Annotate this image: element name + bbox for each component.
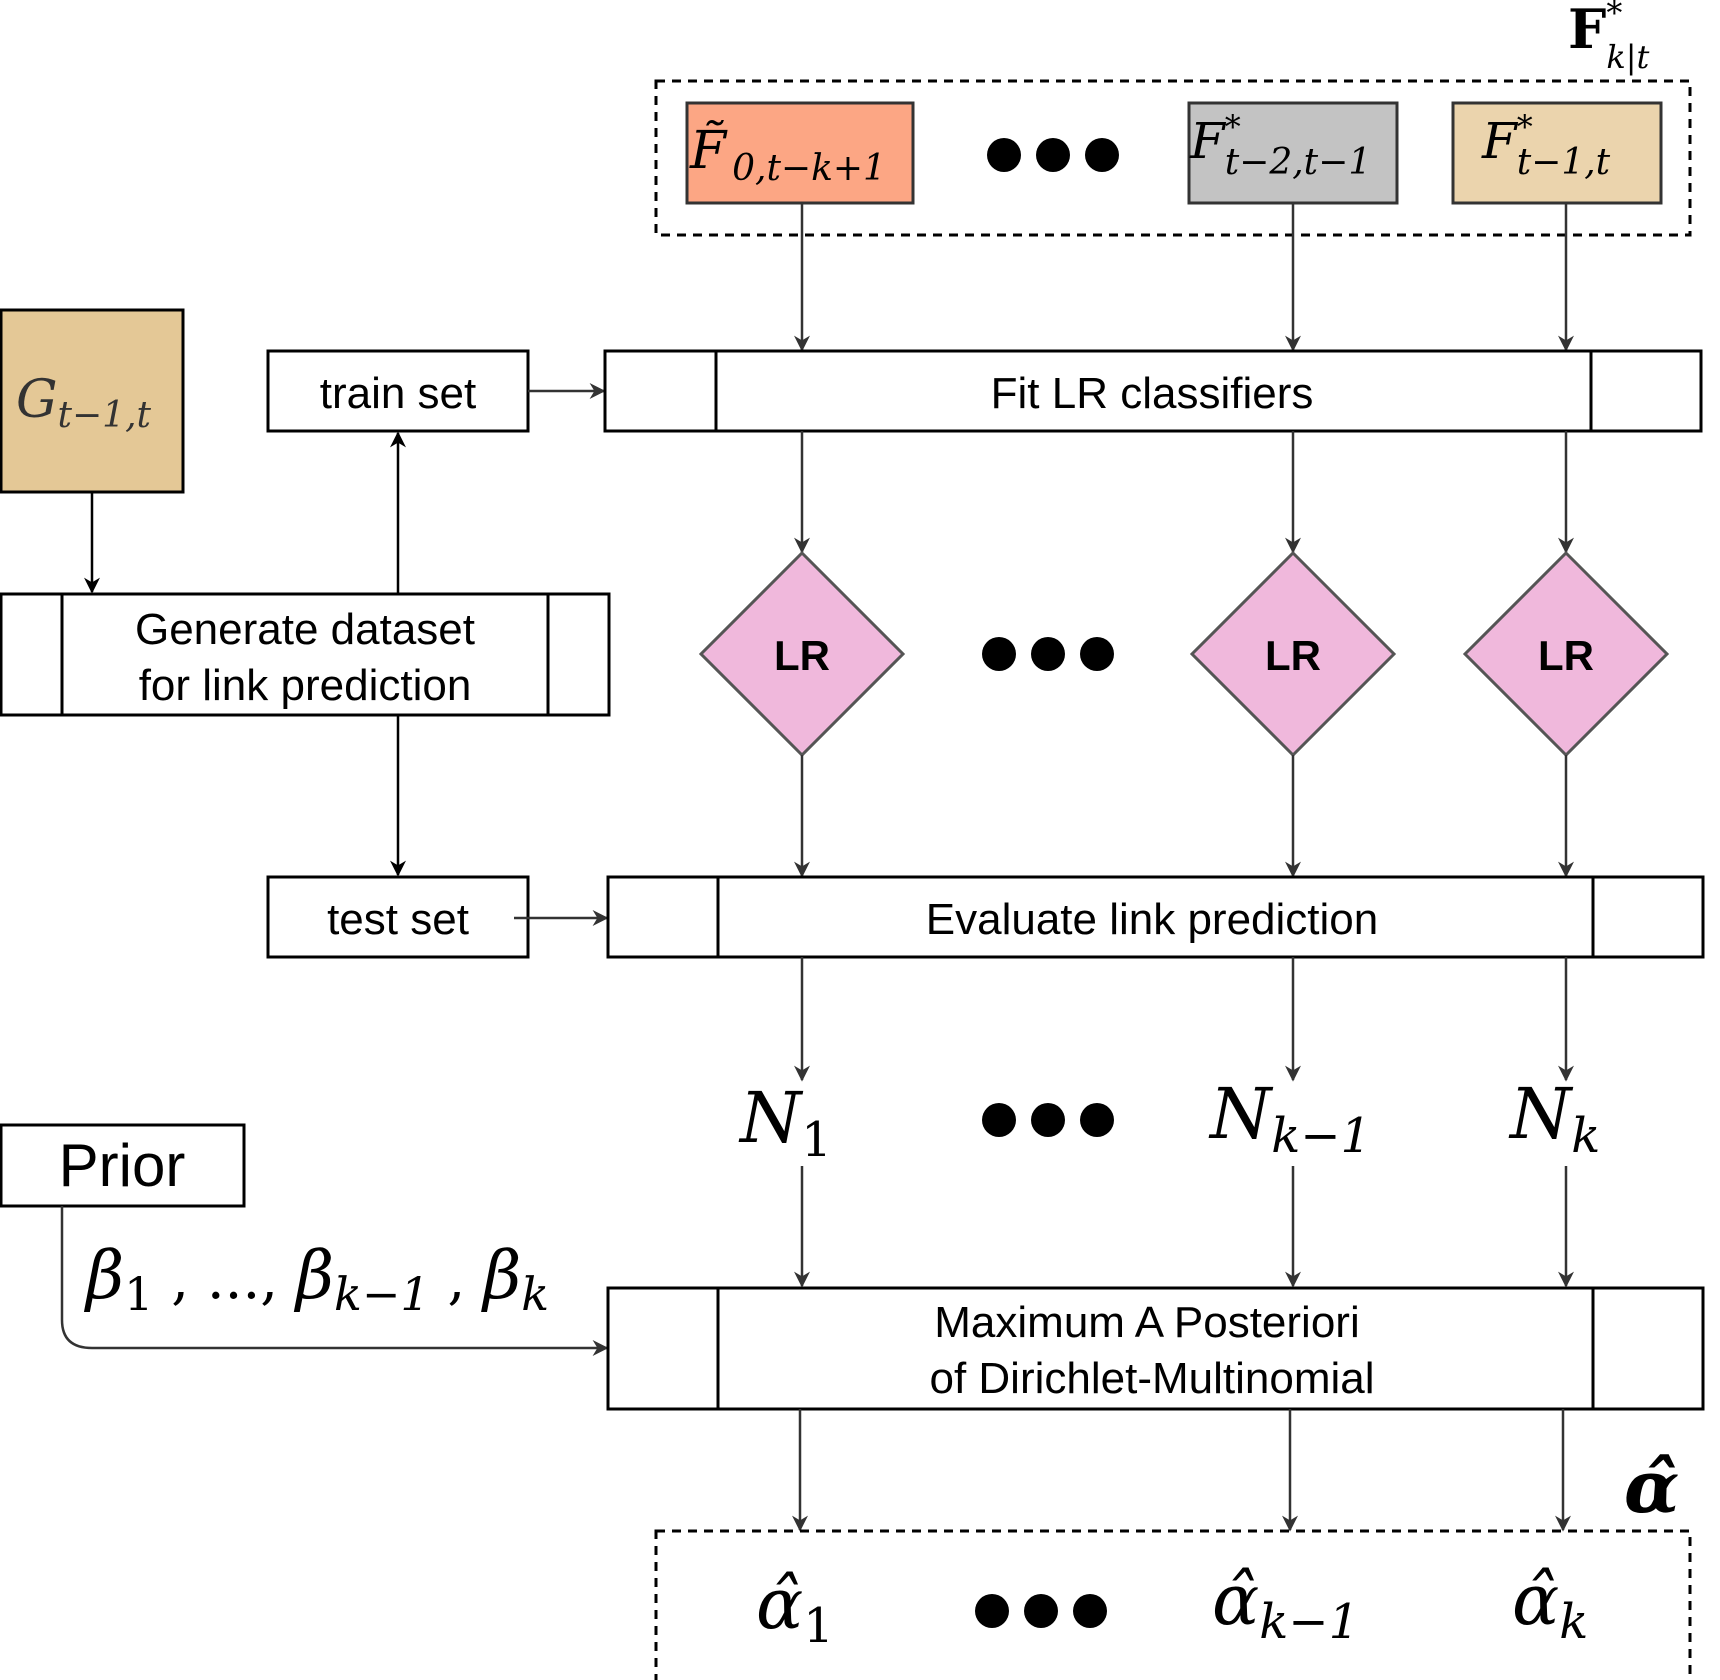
- lr-ellipsis: [982, 637, 1114, 671]
- generate-dataset-line1: Generate dataset: [135, 605, 475, 654]
- alpha-third: α̂k: [1512, 1559, 1588, 1650]
- feature-box-second: [1187, 101, 1399, 205]
- evaluate-label: Evaluate link prediction: [926, 895, 1378, 944]
- feature-label-second: F*t−2,t−1: [1189, 108, 1371, 183]
- test-set-box: [266, 875, 530, 959]
- prior-box: [0, 1123, 246, 1208]
- count-third: Nk: [1508, 1073, 1600, 1164]
- count-first: N1: [738, 1077, 832, 1168]
- graph-input-box: [0, 308, 185, 494]
- map-line1: Maximum A Posteriori: [934, 1298, 1359, 1347]
- feature-label-first: F̃0,t−k+1: [689, 120, 886, 189]
- alpha-second: α̂k−1: [1212, 1559, 1359, 1650]
- map-line2: of Dirichlet-Multinomial: [929, 1354, 1374, 1403]
- generate-dataset-line2: for link prediction: [139, 661, 472, 710]
- top-group-label: F*k|t: [1568, 0, 1650, 76]
- train-set-label: train set: [320, 369, 477, 418]
- lr-label-first: LR: [774, 632, 830, 679]
- test-set-label: test set: [327, 895, 469, 944]
- evaluate-box: [606, 875, 1705, 959]
- alpha-first: α̂1: [756, 1563, 834, 1654]
- top-ellipsis: [987, 138, 1119, 172]
- fit-classifiers-box: [603, 349, 1703, 433]
- train-set-box: [266, 349, 530, 433]
- prior-betas: β1 , ..., βk−1 , βk: [83, 1237, 549, 1321]
- count-ellipsis: [982, 1103, 1114, 1137]
- top-feature-group: [654, 79, 1692, 237]
- feature-label-third: F*t−1,t: [1481, 108, 1611, 183]
- output-group-label: α̂: [1624, 1444, 1679, 1529]
- count-second: Nk−1: [1208, 1073, 1371, 1164]
- arrow-prior-to-map: [60, 1206, 609, 1356]
- prior-label: Prior: [59, 1132, 186, 1199]
- map-box: [606, 1286, 1705, 1411]
- lr-label-second: LR: [1265, 632, 1321, 679]
- generate-dataset-box: [0, 592, 611, 717]
- fit-classifiers-label: Fit LR classifiers: [991, 369, 1314, 418]
- feature-box-third: [1451, 101, 1663, 205]
- output-group: [654, 1529, 1692, 1680]
- graph-input-label: Gt−1,t: [16, 370, 152, 436]
- lr-label-third: LR: [1538, 632, 1594, 679]
- alpha-ellipsis: [975, 1594, 1107, 1628]
- feature-box-first: [685, 101, 915, 205]
